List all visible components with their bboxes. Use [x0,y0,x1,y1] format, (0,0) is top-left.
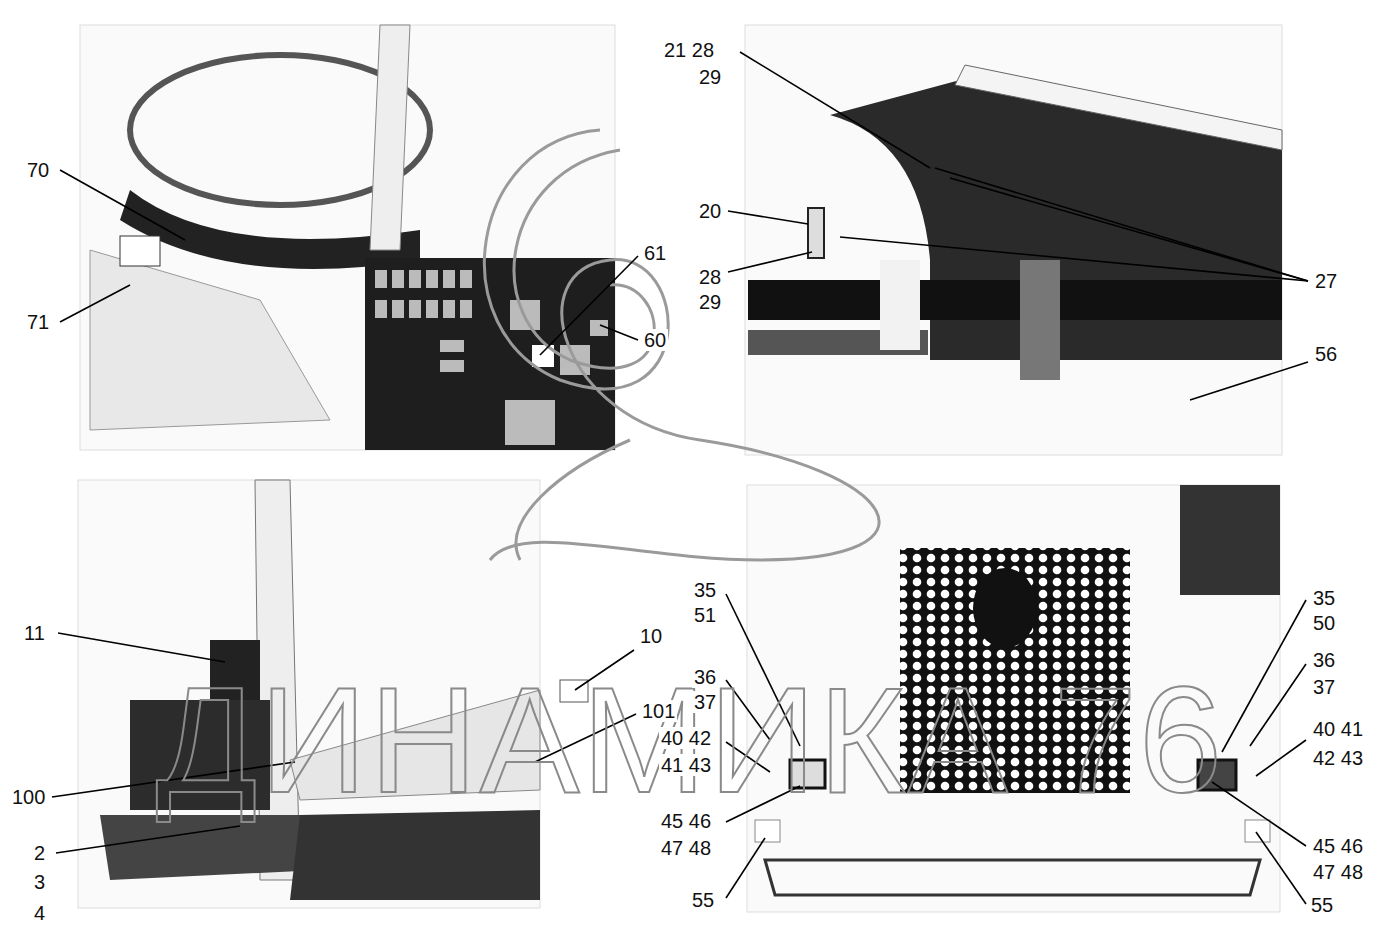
drawing-part [392,270,404,288]
drawing-part [728,211,808,224]
callout-number: 55 [1309,894,1335,916]
callout-number: 11 [22,622,47,644]
callout-number: 36 [692,666,718,688]
drawing-part [748,280,1282,320]
drawing-part [1222,600,1306,752]
callout-number: 70 [25,159,51,181]
callout-number: 35 [1311,587,1337,609]
callout-number: 42 43 [1311,747,1365,769]
drawing-part [600,325,638,340]
callout-number: 45 46 [1311,835,1365,857]
callout-number: 51 [692,604,718,626]
drawing-part [516,440,630,560]
drawing-part [375,270,387,288]
callout-number: 60 [642,329,668,351]
callout-number: 45 46 [659,810,713,832]
drawing-part [1250,664,1306,746]
drawing-part [728,252,812,272]
drawing-part [375,300,387,318]
drawing-part [745,25,1282,455]
drawing-part [484,130,879,560]
drawing-part [460,270,472,288]
callout-number: 47 48 [1311,861,1365,883]
callout-number: 56 [1313,343,1339,365]
drawing-part [755,820,780,842]
drawing-part [1180,485,1280,595]
drawing-part [973,568,1037,648]
drawing-part [409,270,421,288]
drawing-part [955,65,1282,150]
drawing-part [880,260,920,350]
drawing-part [808,208,824,258]
drawing-part [590,320,608,336]
callout-number: 101 [640,700,677,722]
callout-number: 10 [638,625,664,647]
callout-number: 27 [1313,270,1339,292]
drawing-part [443,270,455,288]
drawing-part [1256,832,1306,904]
callout-number: 37 [1311,676,1337,698]
callout-number: 100 [10,786,47,808]
callout-number: 3 [32,871,47,893]
callout-number: 40 42 [659,727,713,749]
drawing-part [460,300,472,318]
callout-number: 40 41 [1311,718,1365,740]
drawing-part [426,300,438,318]
drawing-part [740,52,930,168]
drawing-part [100,815,320,880]
drawing-part [514,150,654,368]
drawing-part [290,810,540,900]
drawing-part [1020,260,1060,380]
drawing-part [60,285,130,322]
drawing-part [440,340,464,352]
leader-lines [52,52,1308,904]
drawing-part [505,400,555,445]
callout-number: 28 [697,266,723,288]
drawing-part [426,270,438,288]
drawing-part [60,170,185,240]
drawing-part [935,168,1308,281]
callout-number: 35 [692,579,718,601]
callout-number: 50 [1311,612,1337,634]
drawing-part [1190,362,1308,400]
drawing-part [365,258,615,450]
drawing-part [56,826,240,853]
drawing-part [392,300,404,318]
drawing-part [370,25,410,250]
drawing-part [726,838,765,898]
callout-number: 71 [25,311,51,333]
drawing-part [90,250,330,430]
drawing-part [58,633,225,662]
frame-panel [745,25,1282,455]
callout-number: 55 [690,889,716,911]
callout-number: 36 [1311,649,1337,671]
callout-number: 20 [697,200,723,222]
drawing-part [120,236,160,266]
drawing-part [1256,740,1306,776]
callout-number: 29 [697,66,723,88]
callout-number: 47 48 [659,837,713,859]
drawing-part [1245,820,1270,842]
callout-number: 4 [32,902,47,924]
drawing-part [443,300,455,318]
cab-panel [80,25,615,450]
callout-number: 21 28 [662,39,716,61]
drawing-part [80,25,615,450]
callout-number: 41 43 [659,754,713,776]
drawing-part [440,360,464,372]
drawing-part [409,300,421,318]
callout-number: 29 [697,291,723,313]
logo-swirl [484,130,879,560]
callout-number: 61 [642,242,668,264]
callout-number: 37 [692,691,718,713]
callout-number: 2 [32,842,47,864]
drawing-part [540,256,638,355]
drawing-part [765,860,1260,895]
